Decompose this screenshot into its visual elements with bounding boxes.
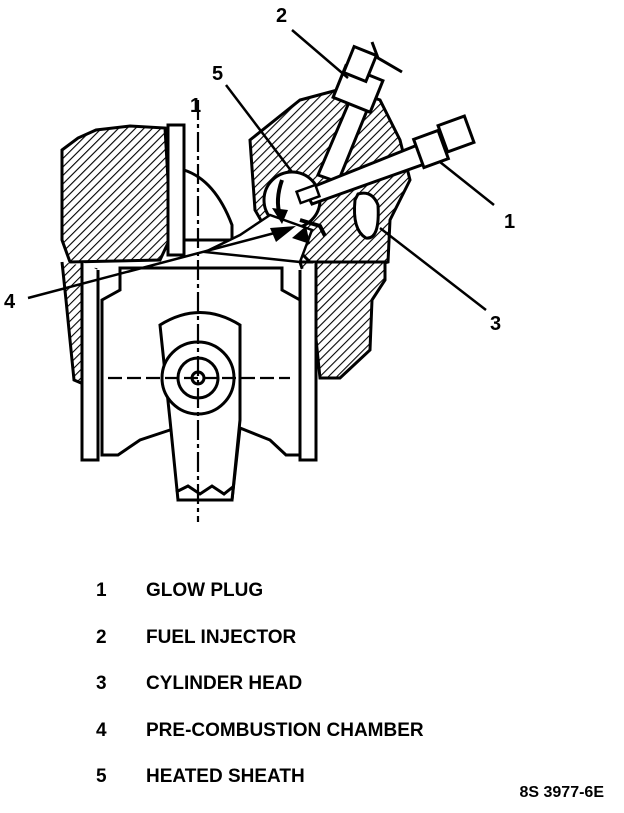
legend: 1 GLOW PLUG 2 FUEL INJECTOR 3 CYLINDER H…: [96, 580, 516, 813]
callout-2: 2: [276, 5, 287, 27]
valve-stem: [166, 123, 186, 257]
glow-plug: [294, 114, 476, 206]
callout-1-right: 1: [504, 211, 515, 233]
swirl-arrowhead-2: [292, 226, 310, 244]
legend-item: 4 PRE-COMBUSTION CHAMBER: [96, 720, 516, 767]
leader-line-5: [225, 84, 293, 173]
legend-label: PRE-COMBUSTION CHAMBER: [146, 719, 424, 741]
swirl-arrowhead-1: [272, 208, 288, 224]
callout-5: 5: [212, 63, 223, 85]
rod-break: [175, 484, 235, 496]
coolant-passage: [353, 191, 380, 240]
leader-line-3: [379, 227, 487, 311]
legend-item: 2 FUEL INJECTOR: [96, 627, 516, 674]
legend-number: 2: [96, 626, 107, 648]
legend-number: 1: [96, 580, 107, 601]
legend-number: 4: [96, 719, 107, 741]
legend-item: 1 GLOW PLUG: [96, 580, 516, 627]
legend-item: 3 CYLINDER HEAD: [96, 673, 516, 720]
leader-arrowhead-4: [270, 226, 296, 242]
swirl-arrow-2: [299, 218, 327, 237]
legend-number: 5: [96, 766, 107, 787]
engine-cross-section-diagram: 2 5 1 1 3 4: [4, 5, 515, 522]
cylinder-head-left-block: [60, 124, 177, 264]
callout-3: 3: [490, 313, 501, 335]
callout-4: 4: [4, 291, 16, 313]
legend-number: 3: [96, 673, 107, 694]
legend-label: CYLINDER HEAD: [146, 673, 303, 694]
leader-line-4: [27, 228, 287, 300]
leader-line-2: [291, 29, 349, 79]
valve-port: [182, 167, 234, 242]
cylinder-wall-left: [80, 262, 100, 462]
legend-label: HEATED SHEATH: [146, 766, 305, 787]
legend-item: 5 HEATED SHEATH: [96, 766, 516, 813]
leader-line-1-right: [439, 161, 495, 206]
legend-label: GLOW PLUG: [146, 580, 264, 601]
callout-1-top: 1: [190, 95, 201, 117]
legend-label: FUEL INJECTOR: [146, 626, 297, 648]
reference-code: 8S 3977-6E: [519, 784, 604, 801]
cylinder-wall-right: [298, 262, 318, 462]
